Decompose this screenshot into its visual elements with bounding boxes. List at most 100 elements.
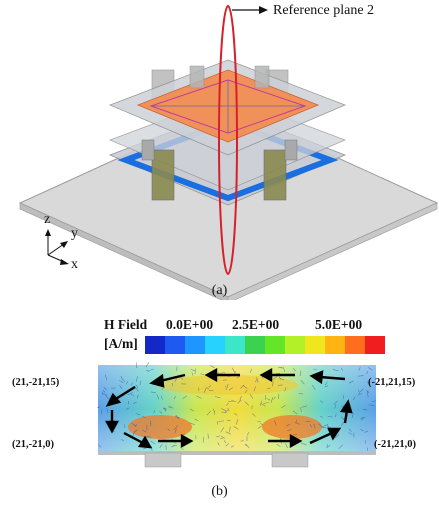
reference-arrow-head xyxy=(259,6,268,14)
field-vector xyxy=(359,388,365,393)
field-vector xyxy=(224,410,228,413)
field-vector xyxy=(300,443,307,445)
field-vector xyxy=(173,425,179,431)
field-vector xyxy=(135,413,141,415)
field-vector xyxy=(351,412,354,418)
field-vector xyxy=(175,416,180,419)
field-vector xyxy=(366,370,369,374)
field-vector xyxy=(278,376,281,380)
field-vector xyxy=(218,420,225,423)
colorbar-swatch xyxy=(365,336,385,354)
z-axis-arrow xyxy=(45,229,51,236)
field-vector xyxy=(317,423,323,428)
field-vector xyxy=(338,444,344,449)
field-vector xyxy=(102,390,106,393)
field-vector xyxy=(182,395,187,399)
field-vector xyxy=(167,428,171,431)
field-vector xyxy=(220,437,224,440)
field-vector xyxy=(134,387,139,392)
field-vector xyxy=(286,423,290,427)
field-vector xyxy=(332,369,339,371)
field-vector xyxy=(333,400,338,405)
field-vector xyxy=(292,410,298,415)
field-vector xyxy=(173,395,176,400)
field-vector xyxy=(228,400,234,403)
field-vector xyxy=(130,382,133,386)
field-vector xyxy=(321,424,327,428)
colorbar xyxy=(145,336,385,354)
coord-top-left: (21,-21,15) xyxy=(12,377,60,388)
field-vector xyxy=(214,396,221,399)
field-vector xyxy=(227,407,230,412)
coord-bottom-left: (21,-21,0) xyxy=(12,439,54,450)
field-vector xyxy=(335,413,337,418)
colorbar-swatch xyxy=(185,336,205,354)
field-vector xyxy=(239,395,242,402)
field-vector xyxy=(256,377,259,383)
hot-spot xyxy=(262,415,322,439)
colorbar-swatch xyxy=(225,336,245,354)
h-field-plot xyxy=(97,362,377,468)
field-vector xyxy=(334,404,337,409)
field-vector xyxy=(174,378,178,382)
legend-title: H Field xyxy=(104,317,148,332)
field-vector xyxy=(366,381,370,384)
field-vector xyxy=(360,417,366,419)
field-vector xyxy=(283,367,286,372)
field-vector xyxy=(358,389,361,395)
field-vector xyxy=(368,367,373,371)
field-vector xyxy=(279,378,285,381)
vector-field xyxy=(97,362,377,452)
field-vector xyxy=(371,400,377,403)
field-vector xyxy=(171,445,175,448)
field-vector xyxy=(272,381,274,387)
field-vector xyxy=(221,408,227,412)
field-vector xyxy=(267,387,271,390)
hot-spot xyxy=(128,415,192,439)
side-pad xyxy=(151,149,175,201)
field-vector xyxy=(319,400,324,403)
field-vector xyxy=(169,405,174,409)
axis-y-label: y xyxy=(71,226,78,241)
field-vector xyxy=(142,429,147,433)
field-vector xyxy=(274,420,277,426)
legend-tick-mid: 2.5E+00 xyxy=(232,317,280,332)
field-vector xyxy=(132,431,135,437)
field-vector xyxy=(119,385,123,390)
field-vector xyxy=(294,421,301,425)
field-vector xyxy=(276,443,281,447)
field-vector xyxy=(298,392,304,395)
side-pad xyxy=(141,139,155,161)
field-vector xyxy=(249,393,254,399)
field-vector xyxy=(228,387,234,391)
ground-plane-edge-right xyxy=(227,202,438,300)
field-vector xyxy=(167,406,172,409)
field-vector xyxy=(191,372,194,376)
field-vector xyxy=(313,368,317,371)
corner-post xyxy=(189,65,205,89)
field-vector xyxy=(301,405,308,408)
field-vector xyxy=(189,422,195,425)
field-vector xyxy=(190,368,196,372)
reference-plane-label: Reference plane 2 xyxy=(273,3,375,18)
field-vector xyxy=(206,387,210,390)
field-vector xyxy=(196,395,202,399)
field-vector xyxy=(236,418,238,425)
axis-x-label: x xyxy=(71,257,78,272)
field-vector xyxy=(212,408,216,413)
ground-strip xyxy=(98,451,376,455)
field-vector xyxy=(327,415,333,418)
field-vector xyxy=(252,413,256,417)
field-vector xyxy=(244,389,248,394)
field-vector xyxy=(326,444,331,449)
field-vector xyxy=(285,443,288,449)
field-vector xyxy=(348,432,353,435)
field-vector xyxy=(221,435,226,439)
field-vector xyxy=(225,431,232,435)
field-vector xyxy=(136,394,139,399)
field-vector xyxy=(227,383,229,388)
field-vector xyxy=(105,394,109,399)
field-vector xyxy=(203,387,207,393)
field-vector xyxy=(300,407,302,413)
field-vector xyxy=(223,440,227,444)
